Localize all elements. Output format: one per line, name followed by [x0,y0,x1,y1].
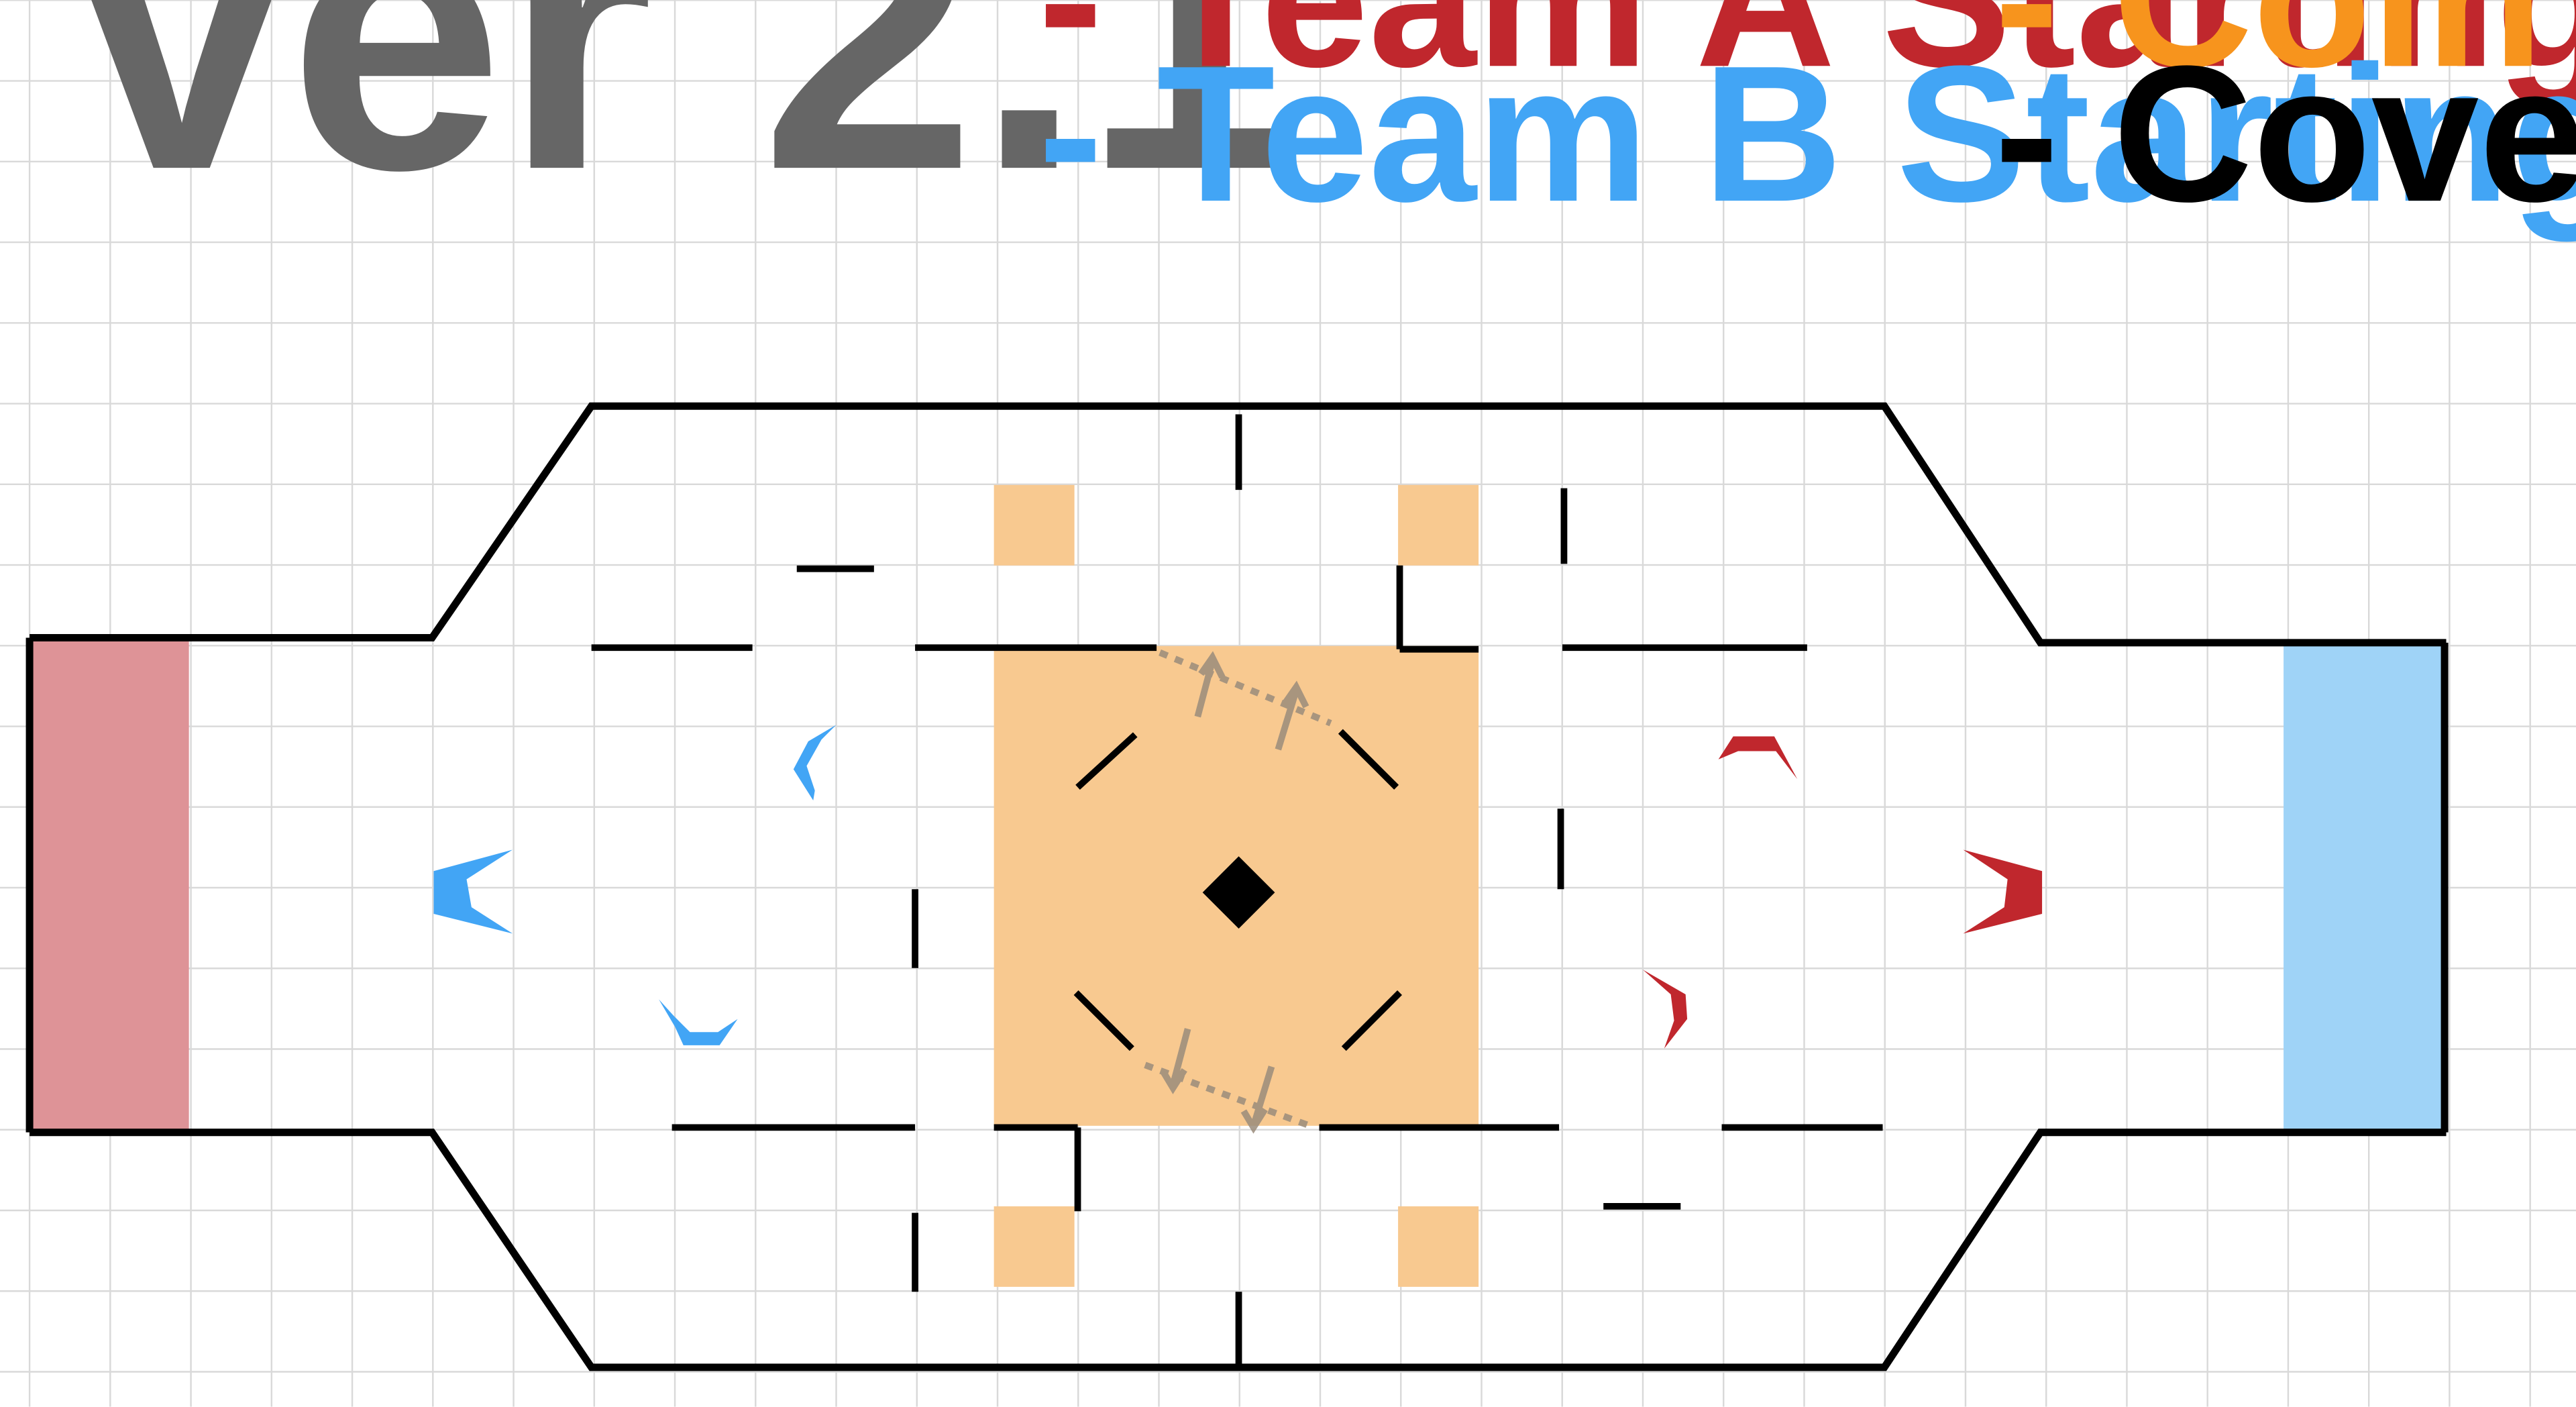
arrow-down-head [1240,1107,1268,1134]
team-b-spawn-marker [793,725,837,800]
arrow-down-head [1160,1067,1187,1094]
dotted-path-top [1159,649,1332,727]
team-a-start-zone [32,641,189,1131]
cover-diagonal [1075,732,1138,790]
covers [591,414,1883,1367]
coin-platform-top-left [994,484,1075,566]
team-b-spawns [433,725,837,1045]
team-b-spawn-marker [433,849,513,934]
team-a-spawn-marker [1718,736,1798,780]
outer-wall-top [30,402,2447,647]
coin-platform-top-right [1398,484,1479,566]
cover-diagonal [1073,990,1134,1051]
dotted-path-bottom [1144,1061,1316,1131]
team-a-spawns [1642,736,2043,1049]
path-arrows [1144,649,1332,1134]
legend-team-b: - Team B Starting Point [1038,25,2576,243]
arrow-down [1169,1028,1191,1086]
coin-platform-bottom-left [994,1206,1075,1287]
team-b-start-zone [2284,644,2443,1131]
arrow-up-head [1198,651,1226,679]
arrow-up [1194,660,1216,718]
team-a-spawn-marker [1642,970,1688,1049]
team-b-spawn-marker [659,999,738,1045]
version-title: Ver 2.1 [52,0,1297,250]
arrow-up [1275,689,1299,751]
cover-diagonal [1338,729,1399,790]
coin-platform-bottom-right [1398,1206,1479,1287]
legend-team-a: - Team A Starting Point [1038,0,2576,109]
arrow-up-head [1282,680,1309,709]
team-a-spawn-marker [1963,849,2043,934]
arrow-down [1250,1065,1275,1127]
legend-coin-platform: - Coin Platform [1994,0,2576,107]
cover-diagonal [1341,990,1402,1051]
legend-covers: - Covers [1994,25,2576,242]
